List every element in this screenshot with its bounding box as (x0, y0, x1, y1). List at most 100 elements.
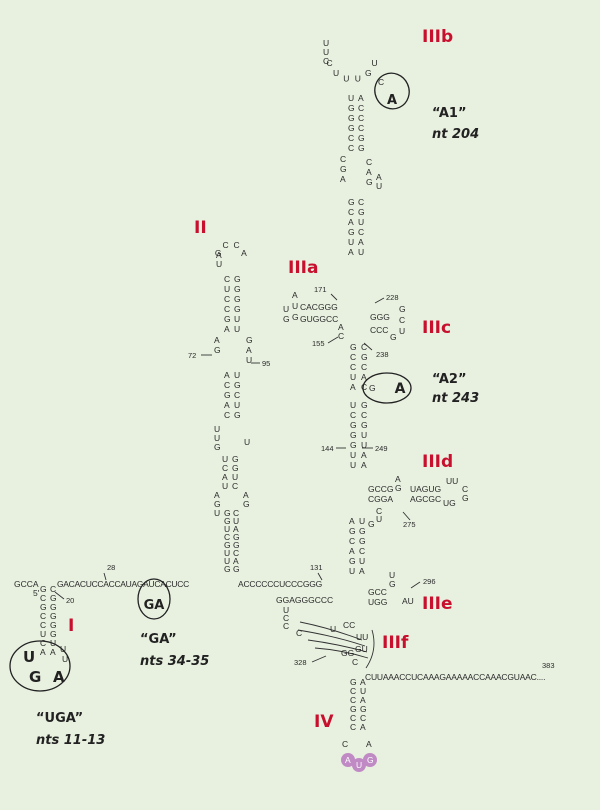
position-131: 131 (310, 563, 323, 572)
iiid-loop: C (462, 484, 468, 494)
position-144: 144 (321, 444, 334, 453)
iiib-stem-right: A (358, 93, 364, 103)
iiib-lower-stem-left: A (348, 217, 354, 227)
position-296: 296 (423, 577, 436, 586)
iiid-loop: G (462, 493, 469, 503)
position-238: 238 (376, 350, 389, 359)
ii-bulge: G (214, 345, 221, 355)
ii-bulge: A (243, 490, 249, 500)
domain-label-iiif: IIIf (382, 633, 409, 653)
callout-uga-title: “UGA” (36, 711, 83, 726)
ii-lower-stem-left: C (224, 532, 230, 542)
start-codon-g: G (367, 755, 374, 765)
ii-stem-left: U (222, 454, 228, 464)
iiie-loop: U (389, 570, 395, 580)
iiib-lower-stem-left: A (348, 247, 354, 257)
ii-stem-left: U (222, 481, 228, 491)
iii-lower-stem-right: G (368, 519, 375, 529)
a1-nucleotide: A (387, 93, 397, 108)
callout-uga-subtitle: nts 11-13 (36, 733, 105, 748)
ii-stem-left: C (224, 274, 230, 284)
iiib-stem-right: G (358, 143, 365, 153)
i-stem-left: A (40, 647, 46, 657)
ii-bulge: U (246, 355, 252, 365)
ii-stem-right: U (234, 314, 240, 324)
iiib-stem-left: G (348, 113, 355, 123)
start-codon-bead (341, 753, 355, 767)
ii-lower-stem-right: C (233, 548, 239, 558)
ii-lower-stem-right: G (233, 540, 240, 550)
ii-stem-right: C (232, 481, 238, 491)
iii-lower-stem-left: C (349, 536, 355, 546)
iiib-stem-left: G (348, 123, 355, 133)
iv-stem-right: A (360, 677, 366, 687)
iiie-loop: G (389, 579, 396, 589)
iiib-stem-left: C (348, 133, 354, 143)
iiic-stem-left: A (350, 382, 356, 392)
iiib-bulge-right: C (366, 157, 372, 167)
ii-stem-right: U (234, 400, 240, 410)
iiib-bulge-left: A (340, 174, 346, 184)
position-171: 171 (314, 285, 327, 294)
a2-nucleotide: A (395, 381, 406, 397)
position-155: 155 (312, 339, 325, 348)
uga-nucleotide-u: U (23, 648, 35, 666)
iiib-stem-left: U (348, 93, 354, 103)
ii-lower-stem-right: A (233, 524, 239, 534)
iiib-stem-right: C (358, 103, 364, 113)
iiib-lower-stem-right: G (358, 207, 365, 217)
iiic-stem-left: C (350, 362, 356, 372)
a2-neighbor-g: G (369, 383, 376, 393)
iiia-loop: G (283, 314, 290, 324)
linker-i-ii: GACACUCCACCAUAGAUCACUCC (57, 579, 189, 589)
a2-highlight-ring (362, 372, 412, 404)
iiid-loop: C (376, 506, 382, 516)
iii-lower-stem-right: U (359, 516, 365, 526)
iiib-lower-stem-right: A (358, 237, 364, 247)
ii-stem-left: A (222, 472, 228, 482)
position-28: 28 (107, 563, 115, 572)
iv-stem-left: G (350, 704, 357, 714)
ii-stem-left: U (224, 284, 230, 294)
ii-lower-stem-left: G (224, 516, 231, 526)
iiia-loop: C (338, 331, 344, 341)
iii-stem-right: A (361, 450, 367, 460)
iiie-nucleotides: UGG (368, 597, 387, 607)
iiib-loop-nucleotide: C (326, 58, 332, 68)
i-stem-left: C (40, 620, 46, 630)
iiic-stem-right: C (361, 362, 367, 372)
iiie-loop: AU (402, 596, 414, 606)
ii-stem-left: C (224, 380, 230, 390)
i-stem-right: G (50, 602, 57, 612)
callout-a1-title: “A1” (432, 106, 467, 121)
iiid-nucleotides: GCCG (368, 484, 394, 494)
iiif-nucleotides: C (296, 628, 302, 638)
iv-stem-left: C (350, 695, 356, 705)
iii-stem-right: U (361, 440, 367, 450)
iiic-stem-right: G (361, 352, 368, 362)
iii-stem-right: A (361, 460, 367, 470)
iv-stem-left: C (350, 713, 356, 723)
ga-nucleotides: GA (144, 598, 165, 613)
ii-stem-right: U (234, 324, 240, 334)
iiif-nucleotides: GG (341, 648, 354, 658)
i-stem-left: C (40, 638, 46, 648)
ii-stem-left: A (224, 400, 230, 410)
iv-stem-left: C (350, 686, 356, 696)
iiic-loop: U (399, 326, 405, 336)
callout-ga-title: “GA” (140, 632, 177, 647)
three-prime-end: CUUAAACCUCAAAGAAAAACCAAACGUAAC.... (365, 672, 545, 682)
iiid-nucleotides: UAGUG (410, 484, 441, 494)
position-328: 328 (294, 658, 307, 667)
ga-highlight-ring (137, 578, 171, 620)
callout-ga-subtitle: nts 34-35 (140, 654, 209, 669)
ii-stem-right: G (232, 463, 239, 473)
iii-stem-left: G (350, 430, 357, 440)
ii-stem-left: C (224, 294, 230, 304)
domain-label-iiie: IIIe (422, 594, 453, 614)
iiif-nucleotides: C (352, 657, 358, 667)
iiic-stem-left: U (350, 372, 356, 382)
iiia-nucleotides: GUGGCC (300, 314, 338, 324)
domain-label-i: I (68, 616, 74, 636)
iiib-lower-stem-left: C (348, 207, 354, 217)
